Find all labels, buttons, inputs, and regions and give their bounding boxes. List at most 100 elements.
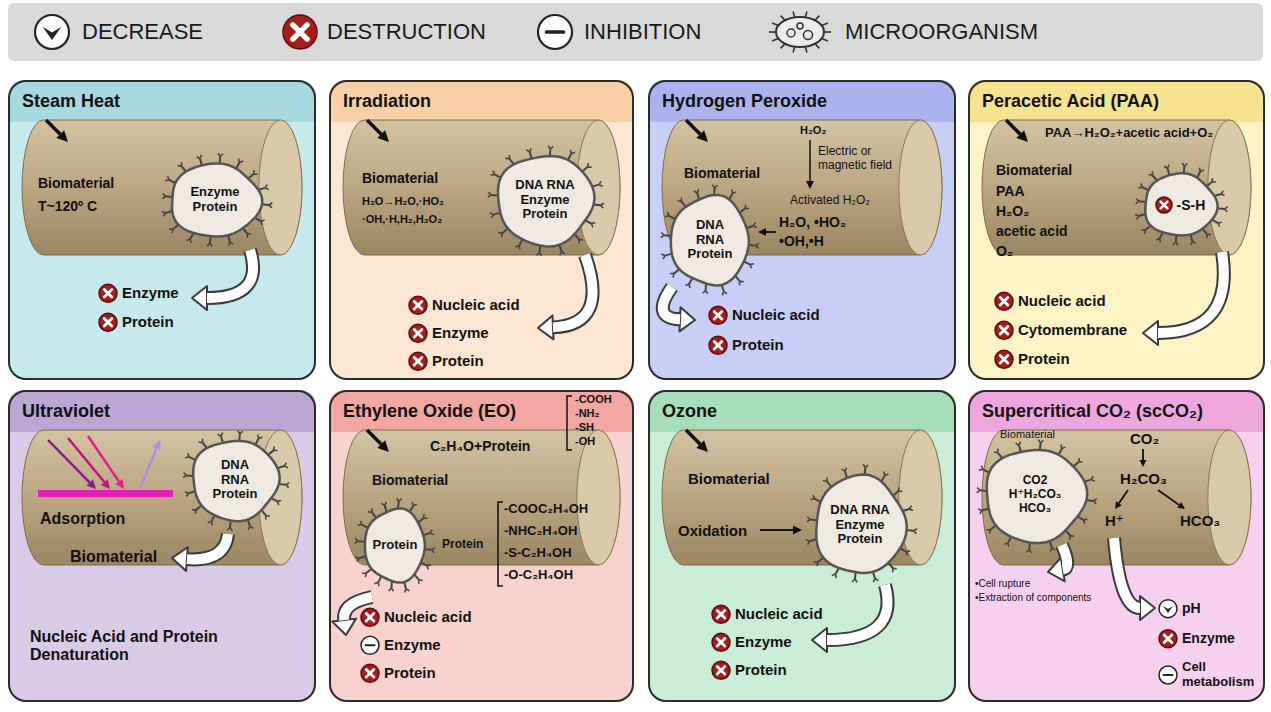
- cell-body: [671, 194, 749, 285]
- cell-spike: [162, 196, 165, 198]
- cell-spike: [419, 578, 423, 580]
- cell-spike: [753, 222, 755, 225]
- cell-spike: [211, 521, 213, 525]
- cell-spike: [561, 252, 564, 254]
- arrow-line: [1158, 490, 1179, 505]
- cell-spike: [432, 547, 435, 549]
- cell-row: Protein: [373, 538, 418, 553]
- cell-spike: [427, 564, 431, 566]
- cell-spike: [238, 158, 240, 162]
- label: -COOH: [575, 393, 612, 406]
- inhibition-icon: [361, 636, 379, 654]
- flow-arrow: [207, 250, 253, 298]
- decrease-icon: [1159, 600, 1177, 618]
- cell-spike: [406, 588, 409, 590]
- cell-spike: [808, 541, 810, 544]
- destruction-icon: [409, 296, 427, 314]
- cell-spike: [391, 588, 393, 591]
- label: Biomaterial: [688, 470, 770, 487]
- destruction-icon-mark: [414, 302, 422, 310]
- cell-spike: [1083, 518, 1087, 520]
- cell-spike: [591, 222, 595, 224]
- label: Cell metabolism: [1182, 660, 1262, 690]
- destruction-icon: [995, 292, 1013, 310]
- cell-spike: [855, 579, 857, 582]
- cell-spike: [863, 464, 865, 467]
- destruction-icon: [409, 352, 427, 370]
- cell-spike: [197, 156, 200, 158]
- cell-text: Protein: [373, 538, 418, 553]
- panel-ground: [8, 80, 316, 380]
- destruction-icon: [99, 284, 117, 302]
- flow-arrow-head: [538, 315, 553, 339]
- panel-title: Irradiation: [343, 91, 431, 112]
- cell-spike: [1164, 166, 1167, 168]
- cell-spike: [756, 243, 759, 245]
- cell-spike: [1144, 230, 1146, 234]
- cell-spike: [1016, 443, 1019, 445]
- label: PAA→H₂O₂+acetic acid+O₂: [1045, 126, 1213, 141]
- cell-spike: [377, 582, 379, 586]
- destruction-icon-mark: [414, 358, 422, 366]
- label: O₂: [996, 243, 1013, 259]
- cell-spike: [1091, 476, 1093, 479]
- cylinder-end: [1208, 430, 1251, 565]
- label: Enzyme: [384, 636, 441, 653]
- panel-title: Ultraviolet: [22, 401, 110, 422]
- cell-spike: [1192, 241, 1195, 243]
- label: HCO₃: [1180, 512, 1220, 529]
- cell-text: DNA RNA Protein: [210, 458, 260, 503]
- destruction-icon-mark: [1000, 327, 1008, 335]
- cell-content: Enzyme Protein: [156, 150, 274, 251]
- cell-spike: [1224, 207, 1227, 209]
- destruction-icon-mark: [1000, 356, 1008, 364]
- label: CO₂: [1130, 430, 1159, 447]
- panel-title: Hydrogen Peroxide: [662, 91, 827, 112]
- cell-spike: [977, 490, 980, 492]
- label: T~120º C: [38, 198, 97, 214]
- microbe-icon: [776, 17, 824, 47]
- cell-spike: [518, 245, 520, 249]
- panel-header: [648, 390, 956, 432]
- flow-arrow: [1062, 545, 1067, 570]
- flow-arrow-outline: [553, 255, 593, 327]
- arrow-head: [758, 228, 766, 236]
- cell-spike: [706, 290, 708, 293]
- cell-spike: [286, 483, 289, 485]
- label: Adsorption: [40, 510, 125, 528]
- flow-arrow-head: [172, 547, 188, 571]
- microbe-organelle: [787, 29, 795, 37]
- panel-ground: [329, 80, 634, 380]
- arrow-head: [1016, 130, 1028, 142]
- arrow-line: [686, 430, 700, 444]
- label: -OH: [575, 435, 595, 448]
- cell-spike: [381, 503, 384, 505]
- cell-spike: [875, 579, 878, 581]
- label: Biomaterial: [70, 548, 157, 566]
- cell-spike: [368, 510, 372, 512]
- destruction-icon-mark: [414, 330, 422, 338]
- cell-text: DNA RNA Enzyme Protein: [830, 503, 890, 548]
- label: Nucleic acid: [432, 296, 520, 313]
- cell-row: Enzyme Protein: [185, 185, 245, 215]
- panel-header: [8, 80, 316, 122]
- cell-spike: [261, 219, 265, 221]
- inhibition-icon: [538, 15, 572, 49]
- flow-arrow-outline: [187, 534, 228, 559]
- cell-spike: [842, 469, 845, 471]
- cell-spike: [1029, 549, 1031, 552]
- destruction-icon: [1156, 197, 1172, 213]
- microbe-organelle: [804, 31, 813, 40]
- destruction-icon: [712, 633, 730, 651]
- panel-title: Ozone: [662, 401, 717, 422]
- arrow-line: [46, 120, 60, 134]
- cell-spike: [1182, 163, 1184, 166]
- panel-title: Ethylene Oxide (EO): [343, 401, 516, 422]
- label: Nucleic acid: [732, 306, 820, 323]
- cell-spike: [491, 174, 495, 176]
- cylinder-end: [899, 120, 942, 255]
- cell-spike: [185, 456, 189, 458]
- cell-spike: [712, 184, 714, 187]
- cell-spike: [1052, 547, 1055, 549]
- panel-title: Steam Heat: [22, 91, 120, 112]
